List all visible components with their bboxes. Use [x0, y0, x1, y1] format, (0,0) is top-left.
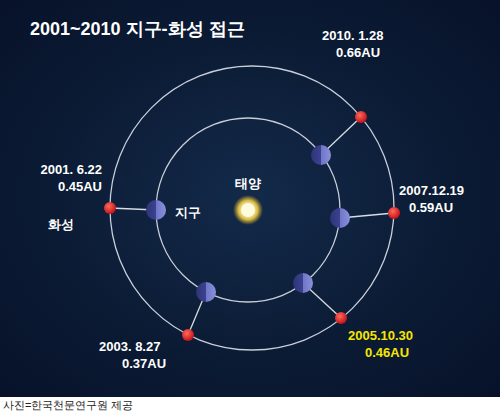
approach-distance: 0.59AU	[409, 200, 453, 215]
planet-name: 화성	[48, 216, 74, 234]
approach-distance: 0.46AU	[365, 345, 409, 360]
approach-date: 2007.12.19	[399, 183, 464, 198]
approach-distance: 0.45AU	[58, 179, 102, 194]
approach-distance: 0.66AU	[336, 45, 380, 60]
sun-name: 태양	[235, 175, 261, 193]
diagram-title: 2001~2010 지구-화성 접근	[30, 17, 245, 41]
approach-date: 2003. 8.27	[99, 339, 160, 354]
photo-credit: 사진=한국천문연구원 제공	[3, 398, 133, 413]
approach-distance: 0.37AU	[122, 356, 166, 371]
approach-date: 2001. 6.22	[41, 162, 102, 177]
approach-date: 2005.10.30	[348, 328, 413, 343]
approach-date: 2010. 1.28	[322, 28, 383, 43]
planet-name: 지구	[175, 204, 201, 222]
